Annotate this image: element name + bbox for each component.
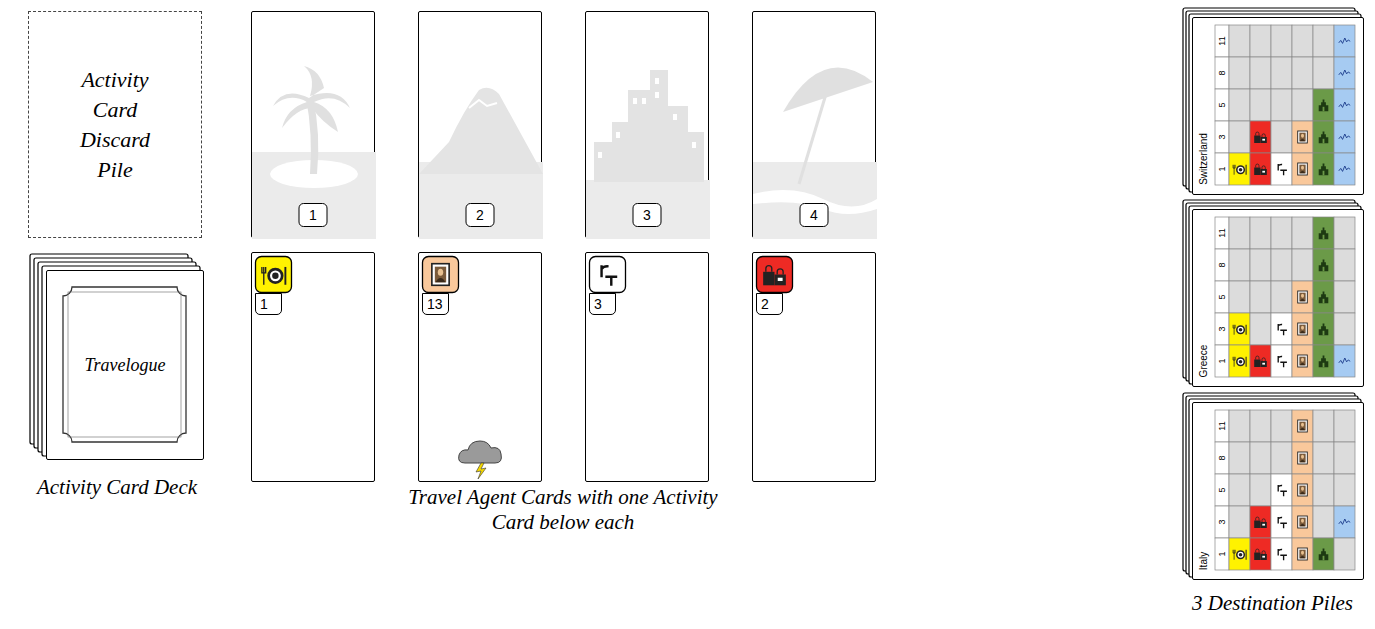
- activity-card: 1: [251, 252, 375, 482]
- row-number: 8: [1218, 262, 1227, 267]
- country-name: Italy: [1199, 552, 1209, 570]
- card-artwork: [586, 253, 707, 480]
- card-artwork: [419, 253, 540, 480]
- row-number: 11: [1218, 228, 1227, 237]
- caption: 3 Destination Piles: [1175, 591, 1370, 616]
- country-name: Switzerland: [1199, 133, 1209, 185]
- activity-deck: Travelogue: [46, 270, 204, 460]
- country-name: Greece: [1199, 344, 1209, 377]
- row-number: 5: [1218, 102, 1227, 107]
- row-number: 1: [1218, 551, 1227, 556]
- destination-card: Italy 11 8 5 3 1: [1192, 402, 1364, 580]
- activity-number: 2: [756, 293, 783, 315]
- activity-card: 3: [585, 252, 709, 482]
- row-number: 3: [1218, 326, 1227, 331]
- row-number: 11: [1218, 421, 1227, 430]
- activity-card: 13: [418, 252, 542, 482]
- deck-title: Travelogue: [85, 355, 166, 376]
- travel-agent-card: 2: [418, 11, 542, 238]
- row-number: 11: [1218, 36, 1227, 45]
- card-artwork: [753, 253, 874, 480]
- card-artwork: [252, 253, 373, 480]
- card-number: 4: [800, 203, 829, 227]
- row-number: 3: [1218, 134, 1227, 139]
- destination-card: Greece 11 8 5 3 1: [1192, 209, 1364, 387]
- row-number: 3: [1218, 519, 1227, 524]
- activity-number: 1: [255, 293, 282, 315]
- row-number: 5: [1218, 294, 1227, 299]
- row-number: 1: [1218, 166, 1227, 171]
- card-number: 1: [299, 203, 328, 227]
- caption: Activity Card Deck: [17, 475, 217, 500]
- row-number: 5: [1218, 487, 1227, 492]
- activity-number: 3: [589, 293, 616, 315]
- row-number: 8: [1218, 455, 1227, 460]
- activity-card: 2: [752, 252, 876, 482]
- destination-card: Switzerland 11 8 5 3 1: [1192, 17, 1364, 195]
- card-number: 2: [466, 203, 495, 227]
- pile-label: Activity Card Discard Pile: [67, 65, 163, 185]
- travel-agent-card: 4: [752, 11, 876, 238]
- caption: Travel Agent Cards with one Activity Car…: [403, 485, 723, 535]
- discard-pile: Activity Card Discard Pile: [28, 11, 202, 238]
- card-number: 3: [633, 203, 662, 227]
- travel-agent-card: 3: [585, 11, 709, 238]
- row-number: 8: [1218, 70, 1227, 75]
- activity-number: 13: [422, 293, 449, 315]
- travel-agent-card: 1: [251, 11, 375, 238]
- row-number: 1: [1218, 358, 1227, 363]
